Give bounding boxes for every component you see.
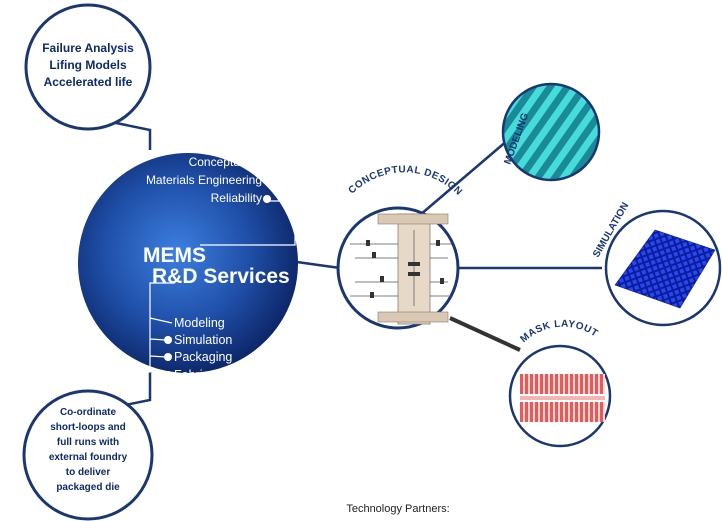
top-bubble	[24, 3, 152, 131]
design-hub-schematic	[350, 213, 452, 325]
lower-bracket	[110, 282, 175, 373]
footer-text: Technology Partners:	[346, 503, 449, 515]
fabrication-dot	[164, 371, 172, 379]
packaging-dot	[164, 353, 172, 361]
bottom-bubble-line: full runs with	[56, 437, 120, 448]
top-bubble-line: Failure Analysis	[42, 41, 134, 55]
item-conceptual-design: Conceptual Design	[189, 155, 290, 169]
lower-dots	[164, 336, 172, 379]
mask-layout-pattern	[520, 374, 605, 422]
bottom-bubble-line: Co-ordinate	[59, 407, 117, 418]
modeling-connector	[419, 139, 509, 216]
top-bubble-line: Accelerated life	[43, 75, 133, 89]
mask-connector	[449, 316, 521, 352]
top-bubble-text: Failure Analysis Lifing Models Accelerat…	[36, 40, 140, 91]
simulation-mesh	[614, 229, 716, 309]
conceptual-design-dot	[282, 159, 290, 167]
item-modeling: Modeling	[174, 316, 225, 330]
item-simulation: Simulation	[174, 333, 232, 347]
top-bubble-line: Lifing Models	[49, 58, 127, 72]
item-fabrication: Fabrication	[174, 368, 236, 382]
simulation-dot	[164, 336, 172, 344]
bottom-bubble-text: Co-ordinate short-loops and full runs wi…	[32, 405, 144, 495]
main-title-line1: MEMS	[143, 244, 206, 267]
upper-dots	[263, 159, 290, 203]
mask-layout-label: MASK LAYOUT	[519, 319, 600, 345]
main-title-line2: R&D Services	[152, 265, 290, 288]
upper-bracket	[200, 167, 296, 246]
materials-engineering-dot	[264, 177, 272, 185]
modeling-circle	[501, 82, 601, 182]
item-reliability: Reliability	[211, 191, 262, 205]
bottom-bubble	[22, 389, 154, 521]
main-circle	[78, 153, 298, 373]
item-materials-engineering: Materials Engineering	[146, 173, 262, 187]
bottom-bubble-line: to deliver	[65, 467, 111, 478]
item-packaging: Packaging	[174, 350, 232, 364]
bottom-bubble-line: external foundry	[48, 452, 128, 463]
reliability-dot	[263, 195, 271, 203]
bottom-bubble-line: short-loops and	[50, 422, 126, 433]
bottom-bubble-line: packaged die	[56, 482, 120, 493]
